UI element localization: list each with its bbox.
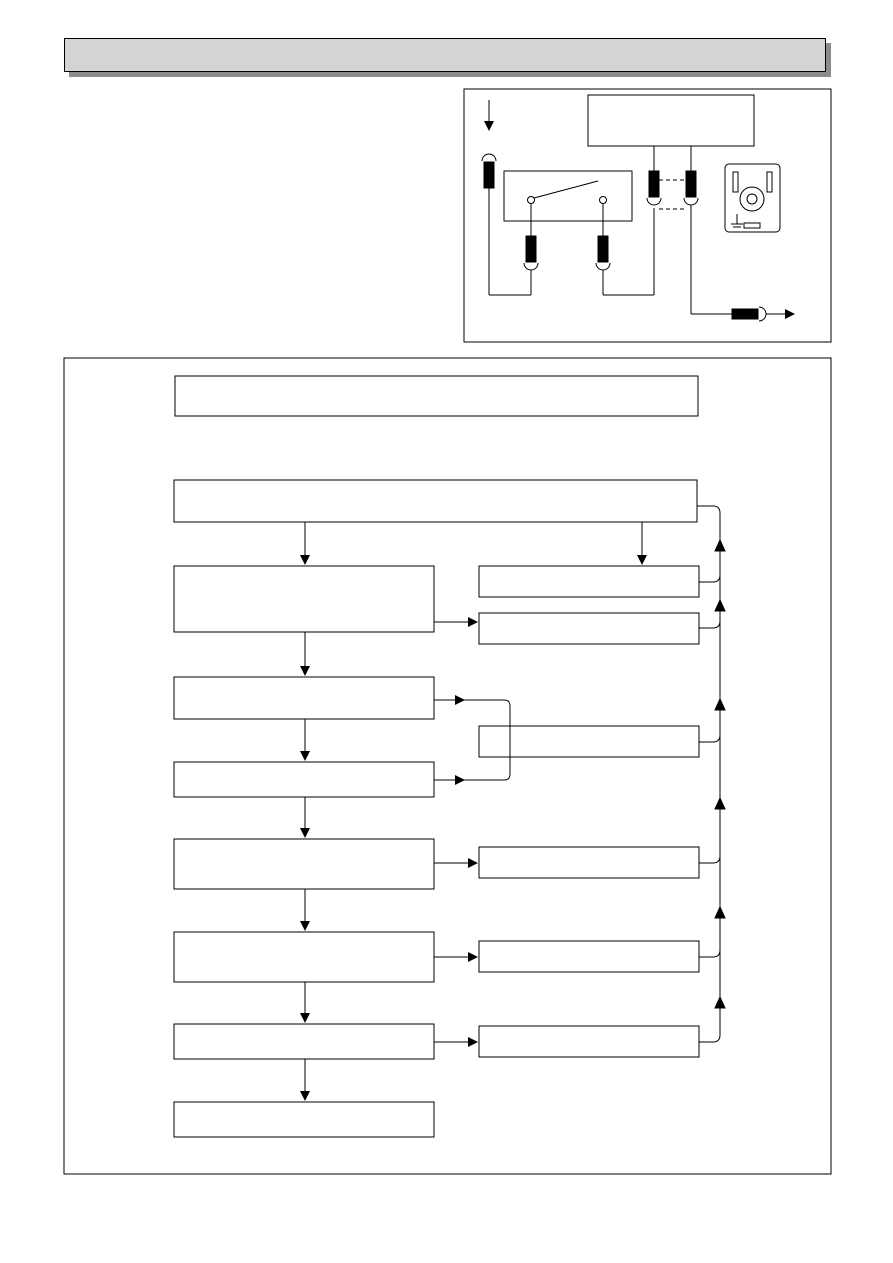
connector-socket-output (758, 306, 767, 322)
wiring-diagram-frame (463, 88, 832, 343)
return-from-action5 (699, 949, 721, 958)
action-box-1 (478, 565, 700, 598)
connector-socket-control-left (646, 197, 662, 206)
component-symbol-frame (724, 163, 781, 233)
step-box-6 (173, 931, 435, 983)
return-line (697, 505, 721, 1043)
step-box-1 (173, 479, 698, 523)
step-box-2 (173, 565, 435, 633)
step-box-3 (173, 676, 435, 720)
connector-socket-switch-right (595, 262, 611, 271)
switch-box (503, 170, 633, 222)
flowchart (63, 357, 832, 1175)
action-box-3 (478, 725, 700, 758)
wiring-diagram (463, 88, 832, 343)
return-arrowhead-2 (714, 598, 726, 612)
return-from-action2 (699, 620, 721, 629)
return-arrowhead-3 (714, 697, 726, 711)
return-from-action3 (699, 734, 721, 743)
connector-plug-output (731, 308, 759, 320)
switch-contact-left (527, 196, 535, 204)
component-pin-right (766, 171, 773, 193)
return-from-action4 (699, 855, 721, 864)
step-box-5 (173, 838, 435, 890)
component-inner-ring (746, 193, 758, 205)
connector-plug-control-right (685, 170, 697, 198)
component-pin-left (732, 171, 739, 193)
component-label-plate (743, 222, 761, 229)
action-box-5 (478, 940, 700, 973)
component-outer-ring (739, 186, 765, 212)
flowchart-frame (63, 357, 832, 1175)
step-box-7 (173, 1023, 435, 1060)
action-box-2 (478, 612, 700, 645)
return-arrowhead-4 (714, 796, 726, 810)
connector-plug-feed (483, 161, 495, 189)
return-arrowhead-6 (714, 995, 726, 1009)
connector-plug-switch-right (597, 235, 609, 263)
return-from-action1 (699, 574, 721, 583)
step-box-8 (173, 1101, 435, 1138)
return-arrowhead-5 (714, 905, 726, 919)
merge-bracket (464, 699, 511, 781)
flowchart-header-box (174, 375, 699, 417)
step-box-4 (173, 761, 435, 798)
action-box-6 (478, 1025, 700, 1058)
return-arrowhead-1 (714, 538, 726, 552)
connector-socket-switch-left (523, 262, 539, 271)
connector-plug-switch-left (525, 235, 537, 263)
switch-contact-right (599, 196, 607, 204)
section-title-bar (64, 38, 826, 72)
connector-socket-control-right (683, 197, 699, 206)
connector-plug-control-left (648, 170, 660, 198)
control-unit-box (587, 94, 755, 147)
action-box-4 (478, 846, 700, 879)
connector-socket-feed (481, 153, 497, 162)
switch-lever (533, 180, 599, 199)
